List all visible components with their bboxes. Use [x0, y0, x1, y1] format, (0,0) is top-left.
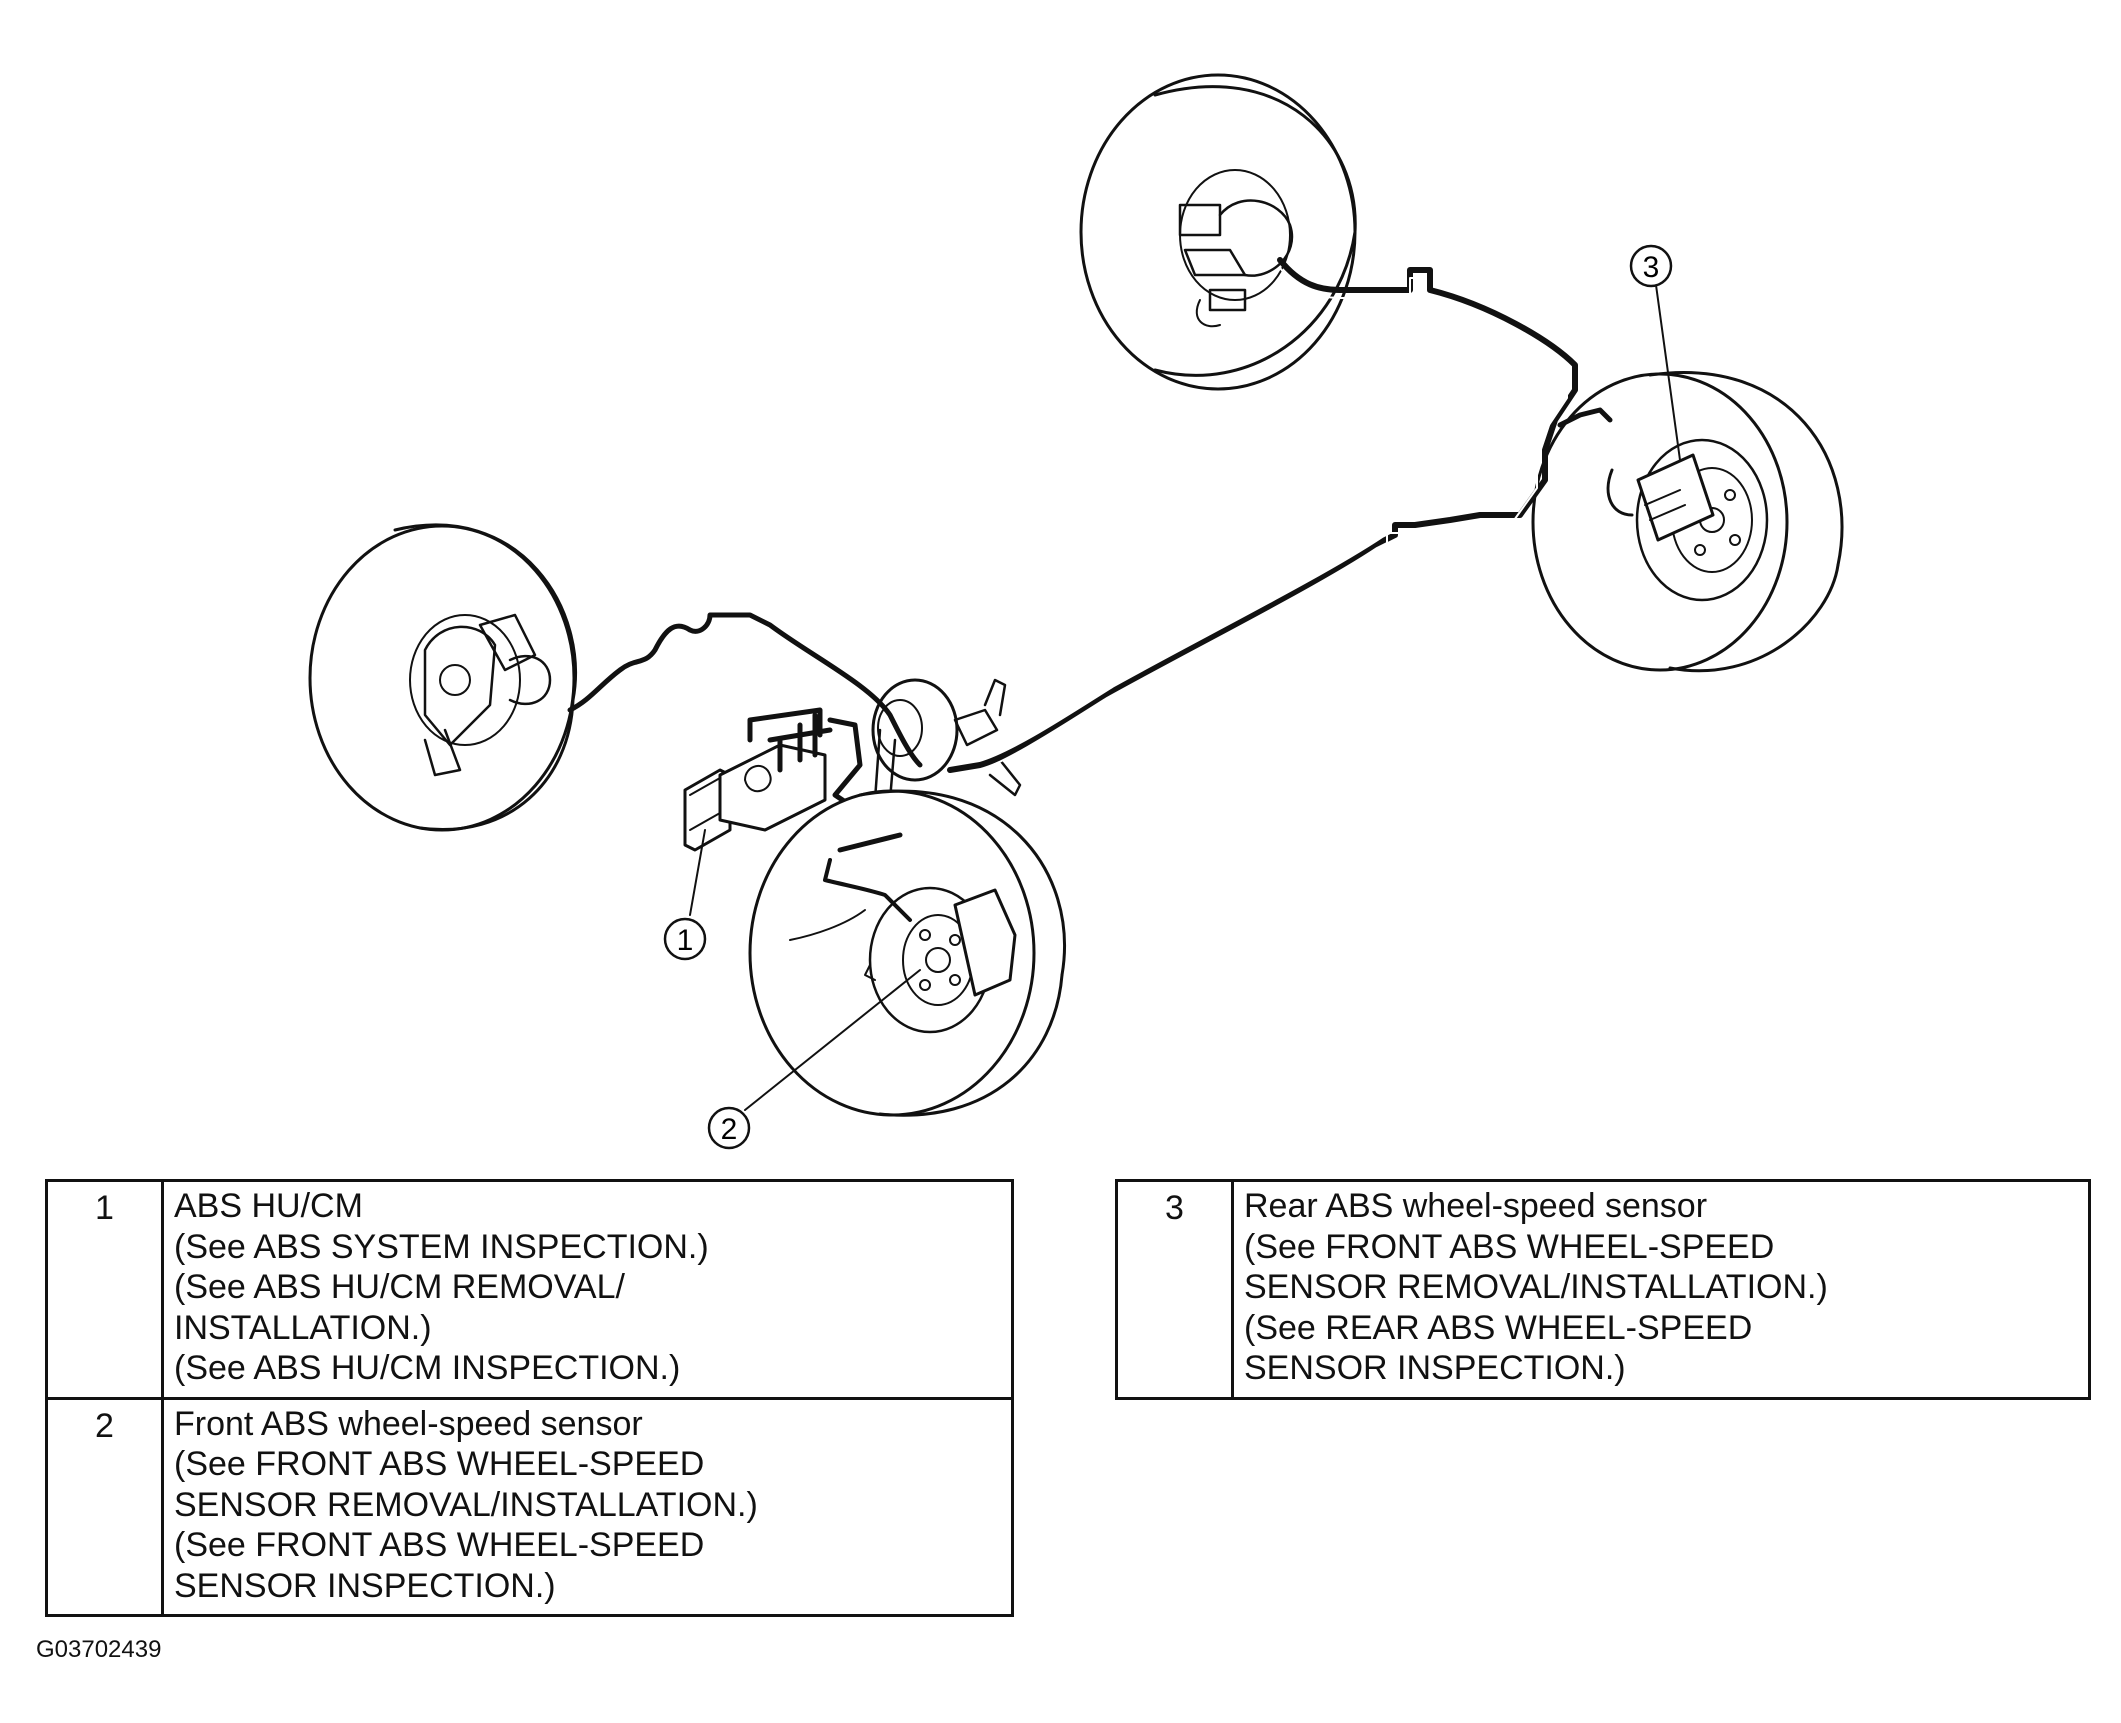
legend-table-left: 1 ABS HU/CM (See ABS SYSTEM INSPECTION.)… — [45, 1179, 1014, 1617]
legend-row-2: 2 Front ABS wheel-speed sensor (See FRON… — [45, 1396, 1014, 1617]
callout-1-number: 1 — [677, 924, 694, 957]
legend-description-3: Rear ABS wheel-speed sensor (See FRONT A… — [1231, 1179, 2091, 1400]
legend-text-line: ABS HU/CM — [174, 1187, 363, 1225]
front-left-wheel — [308, 523, 578, 832]
callout-2-leader — [744, 969, 921, 1111]
legend-description-1: ABS HU/CM (See ABS SYSTEM INSPECTION.) (… — [161, 1179, 1014, 1400]
legend-text-line: (See FRONT ABS WHEEL-SPEED — [174, 1445, 705, 1483]
callout-1-leader — [689, 829, 706, 916]
abs-hu-cm-unit — [683, 707, 868, 852]
legend-text-line: INSTALLATION.) — [174, 1308, 432, 1347]
legend-number-2: 2 — [45, 1396, 164, 1617]
legend-text-line: (See REAR ABS WHEEL-SPEED — [1244, 1308, 1753, 1347]
legend-text-line: Front ABS wheel-speed sensor — [174, 1404, 643, 1443]
front-right-wheel — [748, 789, 1066, 1117]
legend-description-2: Front ABS wheel-speed sensor (See FRONT … — [161, 1396, 1014, 1617]
legend-number-3: 3 — [1115, 1179, 1234, 1400]
legend-text-line: (See ABS SYSTEM INSPECTION.) — [174, 1227, 709, 1266]
callout-2-number: 2 — [721, 1113, 738, 1146]
legend-text-line: (See ABS HU/CM REMOVAL/ — [174, 1268, 625, 1306]
brake-booster — [871, 678, 1022, 802]
callout-2-marker: 2 — [707, 1106, 751, 1150]
rear-left-wheel — [1079, 73, 1357, 391]
abs-system-diagram: 1 2 3 — [308, 73, 1844, 1150]
figure-id: G03702439 — [36, 1636, 162, 1663]
callout-3-marker: 3 — [1629, 244, 1673, 288]
callout-1-marker: 1 — [663, 917, 707, 961]
callout-3-leader — [1655, 284, 1681, 461]
legend-text-line: (See FRONT ABS WHEEL-SPEED — [1244, 1227, 1775, 1266]
callout-3-number: 3 — [1643, 251, 1660, 284]
legend-number-1: 1 — [45, 1179, 164, 1400]
legend-text-line: Rear ABS wheel-speed sensor — [1244, 1187, 1708, 1225]
rear-right-wheel — [1531, 371, 1844, 673]
legend-row-1: 1 ABS HU/CM (See ABS SYSTEM INSPECTION.)… — [45, 1179, 1014, 1400]
legend-text-line: SENSOR INSPECTION.) — [174, 1566, 556, 1605]
legend-text-line: SENSOR REMOVAL/INSTALLATION.) — [1244, 1268, 1828, 1306]
legend-row-3: 3 Rear ABS wheel-speed sensor (See FRONT… — [1115, 1179, 2091, 1400]
legend-table-right: 3 Rear ABS wheel-speed sensor (See FRONT… — [1115, 1179, 2091, 1400]
legend-text-line: SENSOR REMOVAL/INSTALLATION.) — [174, 1485, 758, 1524]
legend-text-line: SENSOR INSPECTION.) — [1244, 1349, 1626, 1387]
brake-lines — [567, 257, 1613, 922]
legend-text-line: (See ABS HU/CM INSPECTION.) — [174, 1349, 681, 1387]
legend-text-line: (See FRONT ABS WHEEL-SPEED — [174, 1526, 705, 1564]
